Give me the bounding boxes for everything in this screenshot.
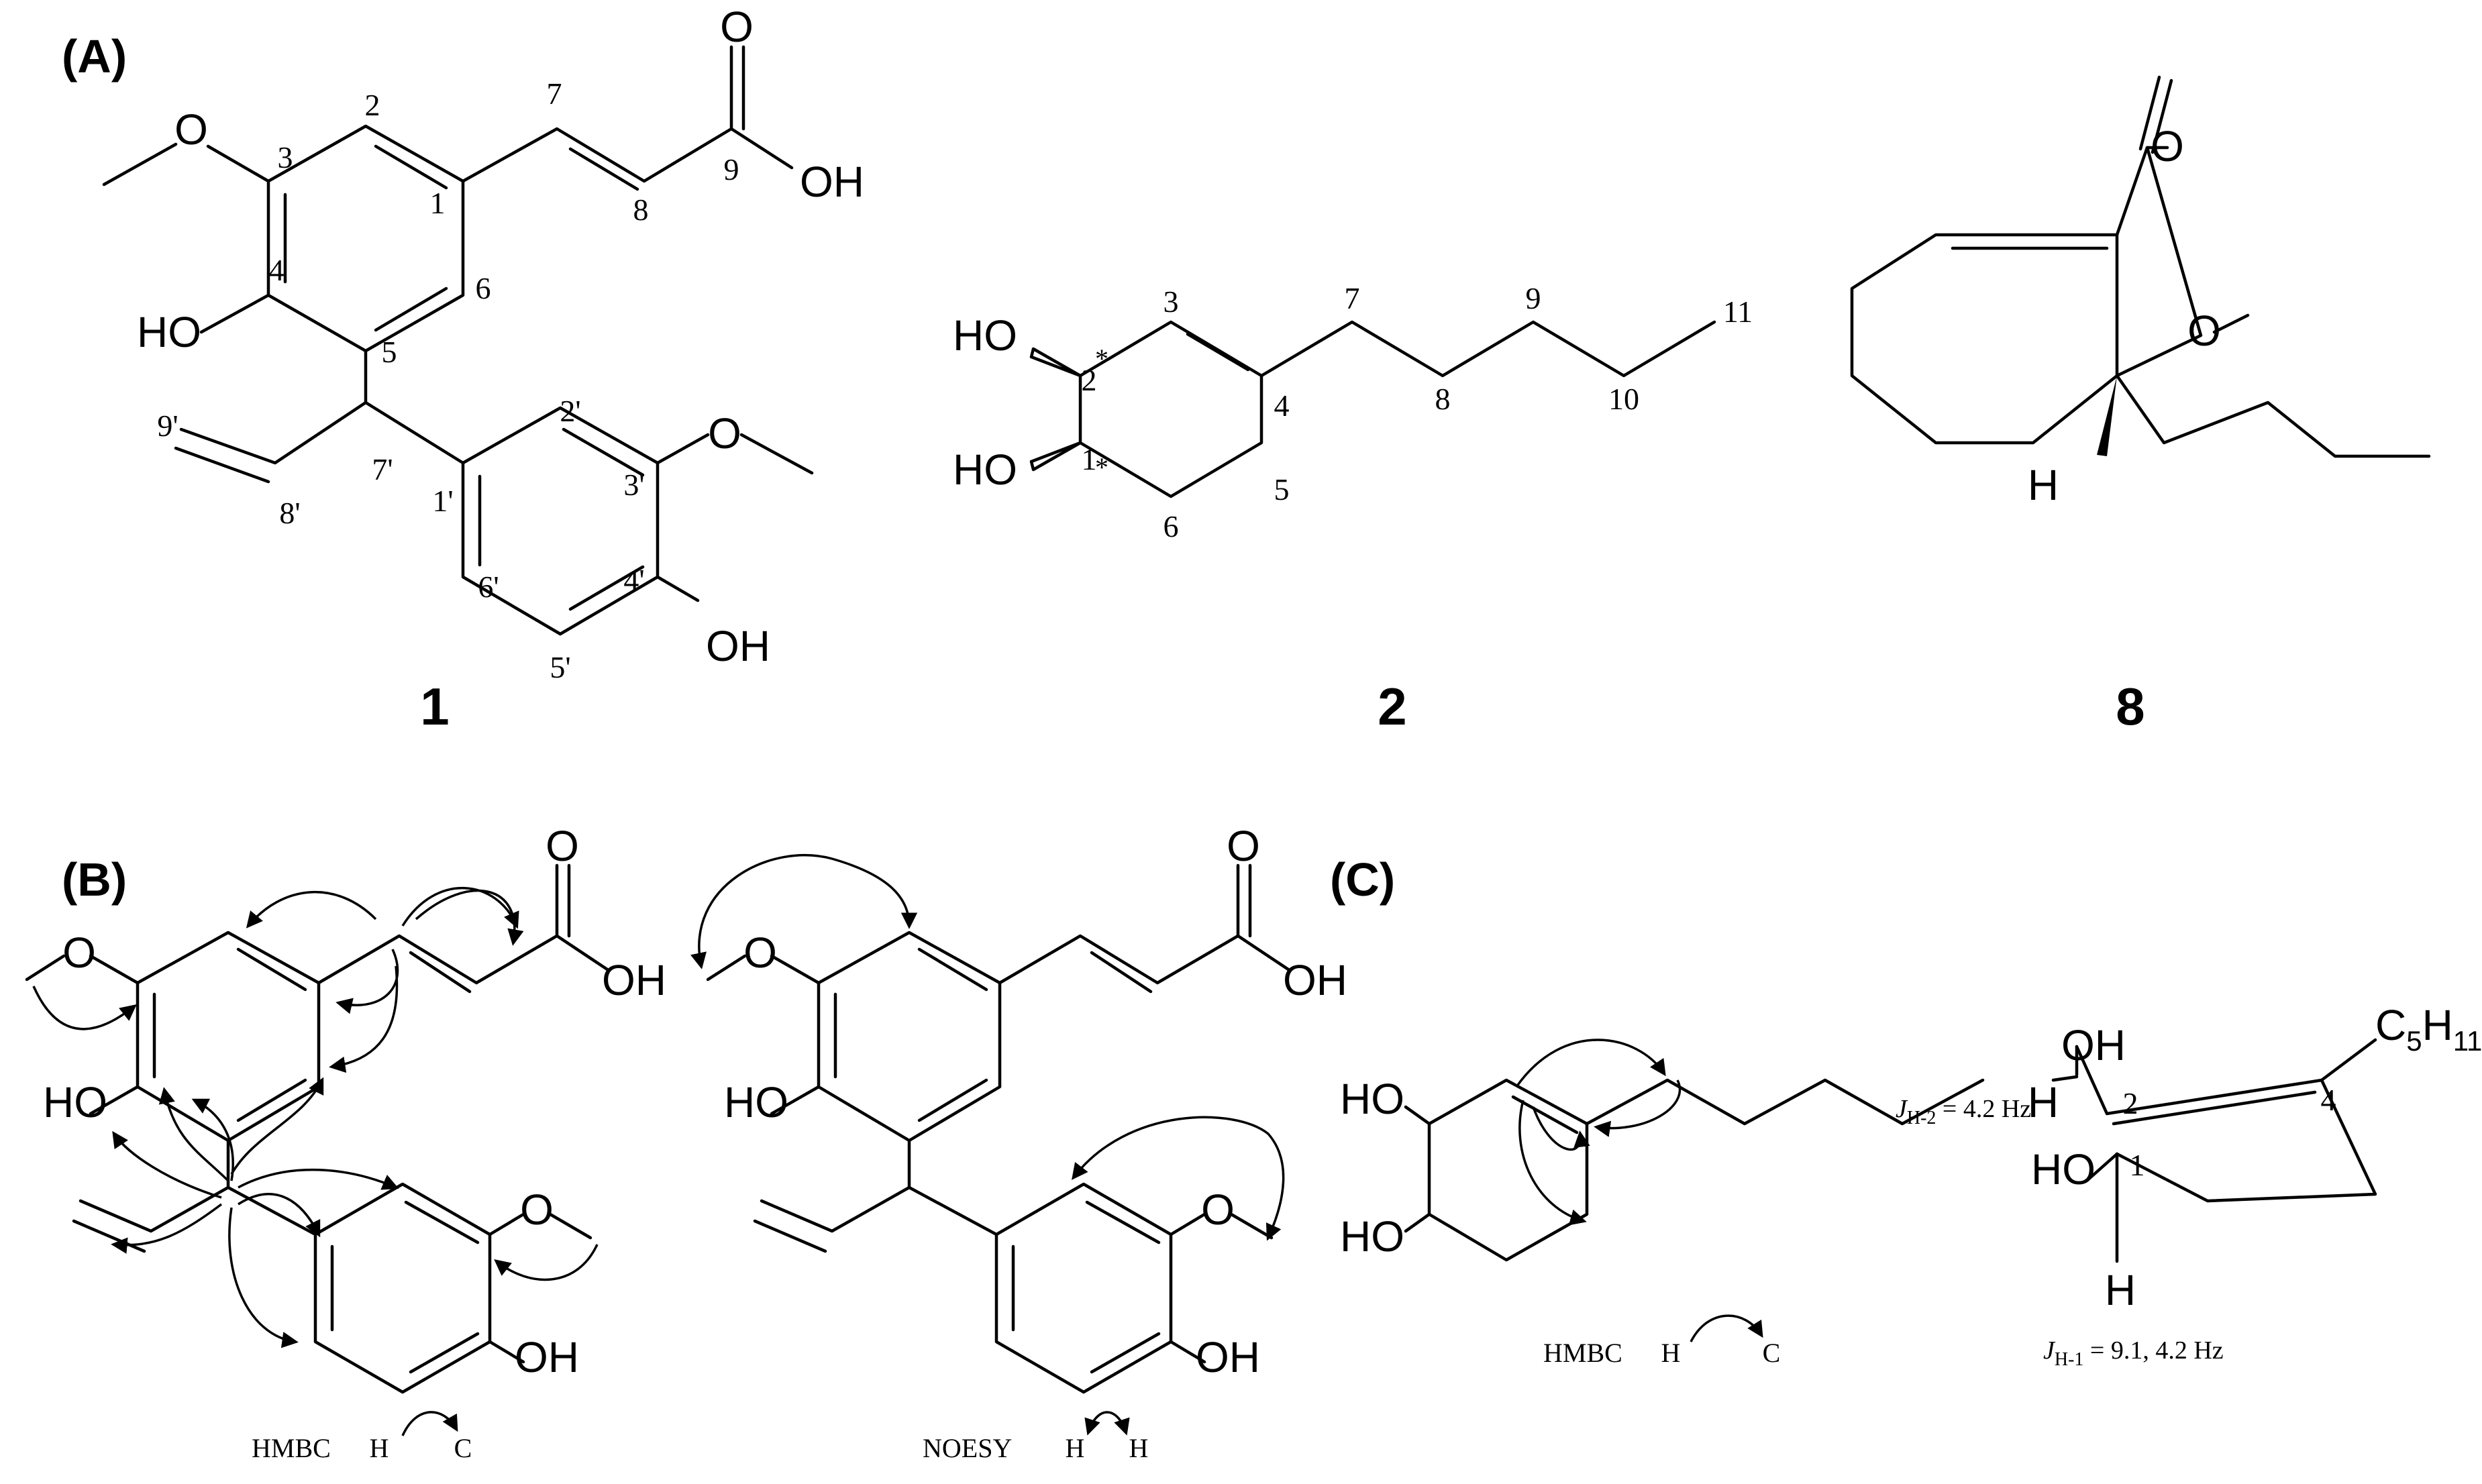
c8-o-ring: O	[2187, 307, 2221, 355]
c1-ho-4: HO	[137, 308, 201, 356]
c2-label: 5	[1274, 472, 1290, 507]
c2-label: 7	[1345, 281, 1360, 315]
c8-h: H	[2028, 461, 2059, 509]
c2-label: 4	[1274, 388, 1290, 423]
c1-o-3: O	[174, 105, 208, 154]
c1-label: 1	[430, 186, 446, 220]
b2-oh-4p: OH	[1196, 1333, 1260, 1381]
c1-label: 7	[547, 76, 562, 111]
c1-label: 2	[365, 88, 380, 122]
legend-h: H	[1066, 1433, 1085, 1463]
c2-ho-1: HO	[953, 445, 1017, 494]
c2-label: 11	[1723, 295, 1753, 329]
c2-label: 2	[1082, 363, 1097, 397]
legend-c: C	[1763, 1338, 1781, 1368]
c1-label: 5	[382, 335, 397, 369]
conf-label-2: 2	[2123, 1086, 2138, 1120]
c1-label: 4	[269, 253, 285, 287]
c1-label: 9'	[157, 409, 178, 443]
c1-o-9: O	[720, 3, 754, 51]
b1-oh-4p: OH	[515, 1333, 579, 1381]
b2-o-3: O	[743, 929, 777, 977]
compound-number-2: 2	[1378, 677, 1406, 736]
c1-label: 2'	[560, 394, 580, 428]
legend-label: NOESY	[923, 1433, 1012, 1463]
b2-o-9: O	[1227, 822, 1260, 870]
compound-8-structure	[1850, 75, 2431, 458]
c2-label: 3	[1164, 284, 1179, 319]
compound-2-structure	[1029, 320, 1716, 498]
panel-label-b: (B)	[62, 853, 127, 906]
b1-o-3: O	[62, 929, 96, 977]
c2-label: 8	[1435, 382, 1451, 416]
compound-1-structure	[102, 45, 814, 636]
c1-oh-4p: OH	[706, 622, 770, 670]
c2-stereo-mark: *	[1095, 452, 1108, 482]
c2c-ho-2: HO	[1340, 1075, 1404, 1123]
conf-c5h11: C5H11	[2375, 1001, 2482, 1057]
coupling-h1: JH-1 = 9.1, 4.2 Hz	[2043, 1336, 2224, 1370]
c1-label: 4'	[623, 563, 644, 597]
noesy-legend: NOESY H H	[923, 1411, 1149, 1463]
c1-oh-9: OH	[800, 158, 864, 206]
conf-label-1: 1	[2130, 1148, 2145, 1182]
b2-o-3p: O	[1201, 1185, 1235, 1234]
legend-h: H	[1661, 1338, 1681, 1368]
legend-h: H	[370, 1433, 389, 1463]
conf-h-2: H	[2028, 1078, 2059, 1126]
c2-label: 10	[1608, 382, 1639, 416]
compound-1-noesy-structure	[706, 863, 1290, 1394]
coupling-h2: JH-2 = 4.2 Hz	[1896, 1095, 2031, 1128]
c1-label: 9	[724, 152, 739, 187]
legend-c: C	[454, 1433, 472, 1463]
hmbc-legend: HMBC H C	[252, 1411, 472, 1463]
c1-label: 5'	[550, 650, 570, 684]
c2-label: 6	[1164, 509, 1179, 543]
conf-oh-2: OH	[2061, 1021, 2126, 1069]
c1-label: 6	[476, 271, 491, 305]
b1-o-9: O	[546, 822, 579, 870]
c2-hmbc-legend: HMBC H C	[1543, 1314, 1781, 1368]
c2c-ho-1: HO	[1340, 1212, 1404, 1261]
c1-label: 3	[278, 140, 293, 174]
c1-label: 3'	[623, 468, 644, 502]
panel-label-c: (C)	[1330, 853, 1395, 906]
b2-ho-4: HO	[724, 1078, 788, 1126]
conf-h-1: H	[2105, 1266, 2136, 1314]
conf-ho-1: HO	[2031, 1145, 2096, 1194]
c1-label: 6'	[478, 570, 499, 604]
b2-oh-9: OH	[1283, 956, 1347, 1004]
c2-label: 9	[1526, 281, 1541, 315]
compound-number-1: 1	[420, 677, 449, 736]
legend-h: H	[1129, 1433, 1149, 1463]
c1-label: 1'	[432, 484, 453, 518]
legend-label: HMBC	[1543, 1338, 1622, 1368]
c2-stereo-mark: *	[1095, 343, 1108, 374]
c2-ho-2: HO	[953, 311, 1017, 360]
hmbc-correlation-arrows	[32, 886, 599, 1348]
noesy-correlation-arrows	[690, 853, 1285, 1241]
c1-o-3p: O	[708, 409, 741, 458]
c2-hmbc-arrows	[1515, 1039, 1682, 1226]
c1-label: 8	[633, 193, 649, 227]
c2-label: 1	[1082, 442, 1097, 476]
compound-number-8: 8	[2116, 677, 2144, 736]
legend-label: HMBC	[252, 1433, 331, 1463]
b1-o-3p: O	[520, 1185, 554, 1234]
c8-o-carbonyl: O	[2151, 122, 2184, 170]
c1-label: 8'	[279, 496, 300, 530]
c2-conformation	[2051, 1038, 2377, 1263]
b1-oh-9: OH	[602, 956, 666, 1004]
conf-label-4: 4	[2321, 1083, 2336, 1117]
compound-1-hmbc-structure	[25, 863, 609, 1394]
c1-label: 7'	[372, 452, 393, 486]
panel-label-a: (A)	[62, 30, 127, 83]
b1-ho-4: HO	[43, 1078, 107, 1126]
